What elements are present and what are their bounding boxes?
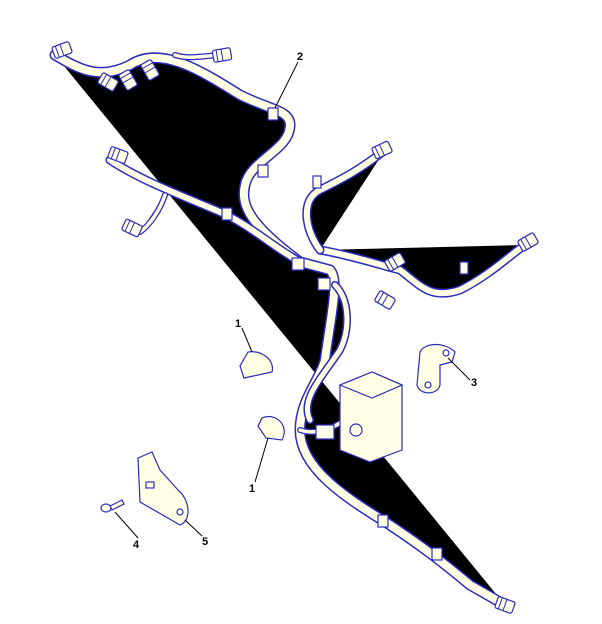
callout-3: 3 bbox=[471, 377, 477, 389]
callout-5: 5 bbox=[202, 536, 208, 548]
callout-1-upper: 1 bbox=[235, 318, 241, 330]
leader-lines bbox=[114, 61, 471, 539]
connectors bbox=[50, 40, 540, 615]
clips-on-harness bbox=[221, 107, 443, 561]
clip-part-1-upper bbox=[239, 351, 274, 379]
clip-part-1-lower bbox=[257, 416, 285, 441]
callout-4: 4 bbox=[133, 539, 140, 551]
callout-1-lower: 1 bbox=[249, 483, 255, 495]
bracket-part-5 bbox=[137, 451, 189, 526]
callouts: 2 1 3 1 4 5 bbox=[133, 51, 477, 551]
callout-2: 2 bbox=[297, 51, 303, 63]
bracket-part-3 bbox=[416, 343, 456, 394]
bolt-part-4 bbox=[100, 499, 125, 513]
control-module bbox=[315, 371, 404, 463]
